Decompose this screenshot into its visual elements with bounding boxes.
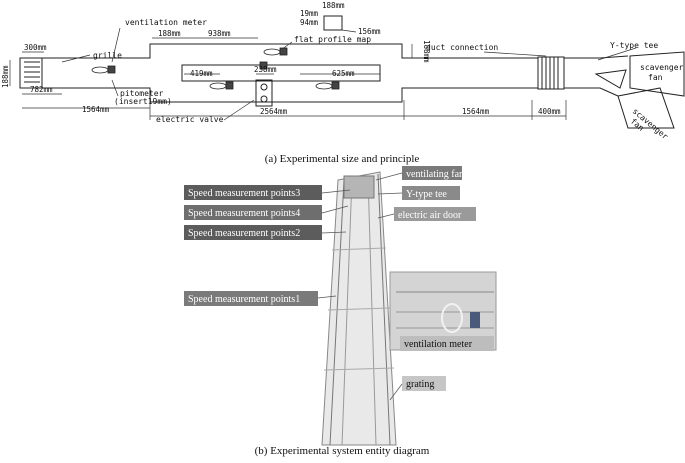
dim-inset-94: 94mm xyxy=(300,18,319,27)
label-speed-point-4: Speed measurement points4 xyxy=(188,208,300,219)
leader-inset xyxy=(341,29,357,33)
y-tee-lower xyxy=(564,87,619,97)
caption-b: (b) Experimental system entity diagram xyxy=(255,445,430,457)
electric-valve-box xyxy=(255,79,273,107)
leader-electric-valve xyxy=(223,99,255,121)
dim-188-top: 188mm xyxy=(158,29,181,38)
label-ventilation-meter-photo: ventilation meter xyxy=(404,339,473,350)
dim-1564-left: 1564mm xyxy=(82,105,110,114)
label-pitometer-insert: (insert19mm) xyxy=(114,97,172,106)
scavenger-fan-1 xyxy=(629,51,685,97)
meter-device-icon xyxy=(470,312,480,328)
duct-diagram xyxy=(19,15,685,129)
label-scavenger-fan-1a: scavenger xyxy=(640,63,684,72)
label-flat-profile-map: flat profile map xyxy=(294,35,371,44)
dim-238: 238mm xyxy=(254,65,277,74)
inlet-grille xyxy=(19,57,43,89)
probe-238-icon xyxy=(259,61,268,70)
probe-flat-profile-icon xyxy=(263,47,288,56)
leader-ventilation-meter xyxy=(111,27,121,63)
label-pitometer: pitometer xyxy=(120,89,164,98)
photo-leaders xyxy=(317,172,403,401)
label-grille: grille xyxy=(93,51,122,60)
duct-bottom-edge xyxy=(42,87,538,103)
label-y-type-tee-photo: Y-type tee xyxy=(406,189,447,200)
probes xyxy=(91,47,340,90)
label-speed-point-2: Speed measurement points2 xyxy=(188,228,300,239)
dim-inset-156: 156mm xyxy=(358,27,381,36)
label-grating: grating xyxy=(406,379,434,390)
dim-188-right: 188mm xyxy=(422,40,431,63)
duct-top-edge xyxy=(42,43,538,59)
box-speed-point-4 xyxy=(184,205,322,220)
probe-625-icon xyxy=(315,81,340,90)
label-electric-valve: electric valve xyxy=(156,115,224,124)
scavenger-fan-2 xyxy=(617,87,675,129)
dim-188-left: 188mm xyxy=(1,65,10,88)
dim-625: 625mm xyxy=(332,69,355,78)
photo-fan-unit xyxy=(343,175,375,199)
leader-grille xyxy=(61,54,91,63)
box-grating xyxy=(402,376,446,391)
box-speed-point-2 xyxy=(184,225,322,240)
box-ventilation-meter xyxy=(400,336,494,351)
label-speed-point-1: Speed measurement points1 xyxy=(188,294,300,305)
dimension-lines xyxy=(9,27,637,121)
leader-duct-connection xyxy=(483,51,547,57)
box-speed-point-1 xyxy=(184,291,318,306)
photo-labels: ventilating fan Y-type tee electric air … xyxy=(184,166,494,391)
label-speed-point-3: Speed measurement points3 xyxy=(188,188,300,199)
dimension-labels: 188mm 938mm 300mm 188mm 782mm 1564mm 419… xyxy=(1,1,561,116)
duct-island xyxy=(181,64,381,82)
label-scavenger-fan-1b: fan xyxy=(648,73,663,82)
dim-1564-right: 1564mm xyxy=(462,107,490,116)
dim-2564: 2564mm xyxy=(260,107,288,116)
box-speed-point-3 xyxy=(184,185,322,200)
y-tee-upper xyxy=(564,55,629,59)
dim-782: 782mm xyxy=(30,85,53,94)
y-tee-split xyxy=(594,69,627,89)
box-y-type-tee xyxy=(402,186,460,200)
label-duct-connection: duct connection xyxy=(426,43,498,52)
dim-inset-19: 19mm xyxy=(300,9,319,18)
dim-300: 300mm xyxy=(24,43,47,52)
duct-connection-bellows xyxy=(537,56,565,90)
label-ventilation-meter: ventilation meter xyxy=(125,18,207,27)
label-y-type-tee: Y-type tee xyxy=(610,41,658,50)
dim-400: 400mm xyxy=(538,107,561,116)
dim-938: 938mm xyxy=(208,29,231,38)
dim-419: 419mm xyxy=(190,69,213,78)
probe-pitometer-icon xyxy=(91,65,116,74)
dim-inset-188: 188mm xyxy=(322,1,345,10)
inset-square xyxy=(323,15,343,31)
label-ventilating-fan: ventilating fan xyxy=(406,169,464,180)
leader-pitometer xyxy=(111,79,119,97)
box-ventilating-fan xyxy=(402,166,462,180)
box-electric-air-door xyxy=(394,207,476,221)
probe-419-icon xyxy=(209,81,234,90)
label-electric-air-door: electric air door xyxy=(398,210,462,221)
leader-y-tee xyxy=(597,47,637,61)
caption-a: (a) Experimental size and principle xyxy=(265,153,420,165)
